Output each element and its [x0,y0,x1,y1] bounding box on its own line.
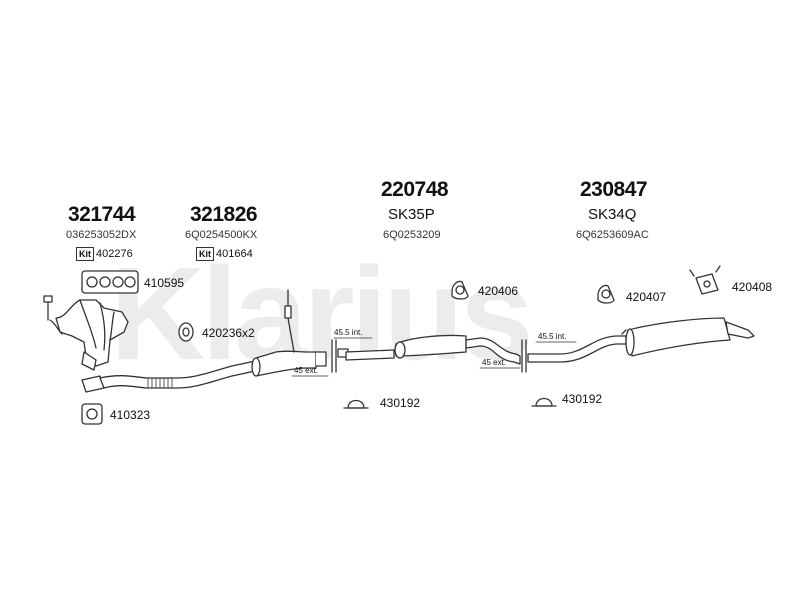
hanger-center-label: 420406 [478,284,519,298]
center-part-number: 220748 [381,178,449,201]
clamp-2-icon [531,397,557,407]
kit-badge: Kit [196,247,214,261]
hanger-center-icon [451,280,469,300]
dimension-int-2: 45.5 int. [538,332,567,341]
dimension-int-1: 45.5 int. [334,328,363,337]
clamp-1-icon [343,399,369,409]
rear-part-number: 230847 [580,178,648,201]
ring-gasket-label: 420236x2 [202,326,255,340]
front-kit: Kit 402276 [76,247,133,261]
front-pipe [81,359,261,393]
joint-1 [331,339,349,373]
flange-gasket-label: 410323 [110,408,151,422]
center-sk-number: SK35P [388,206,435,223]
hanger-tail-icon [689,265,721,295]
rear-oe-number: 6Q6253609AC [576,229,649,241]
clamp-2-label: 430192 [562,392,603,406]
center-silencer-section [345,334,521,365]
kit-badge: Kit [76,247,94,261]
rear-silencer-section [527,317,755,363]
dimension-ext-2: 45 ext. [482,358,507,367]
front-part-number: 321744 [68,203,136,226]
hanger-rear-label: 420407 [626,290,667,304]
manifold-gasket-label: 410595 [144,276,185,290]
dimension-ext-1: 45 ext. [294,366,319,375]
exhaust-manifold [43,295,129,371]
joint-2 [521,339,527,373]
front-kit-number: 402276 [96,248,133,260]
hanger-rear-icon [597,284,615,304]
downpipe-oe-number: 6Q0254500KX [185,229,258,241]
flange-gasket [81,403,103,425]
ring-gasket-icon [178,322,194,342]
downpipe-part-number: 321826 [190,203,258,226]
center-oe-number: 6Q0253209 [383,229,441,241]
dimension-lines [291,337,577,377]
downpipe-kit-number: 401664 [216,248,253,260]
catalytic-converter [251,289,327,377]
rear-sk-number: SK34Q [588,206,637,223]
clamp-1-label: 430192 [380,396,421,410]
downpipe-kit: Kit 401664 [196,247,253,261]
manifold-gasket [81,270,139,294]
hanger-tail-label: 420408 [732,280,773,294]
front-oe-number: 036253052DX [66,229,137,241]
